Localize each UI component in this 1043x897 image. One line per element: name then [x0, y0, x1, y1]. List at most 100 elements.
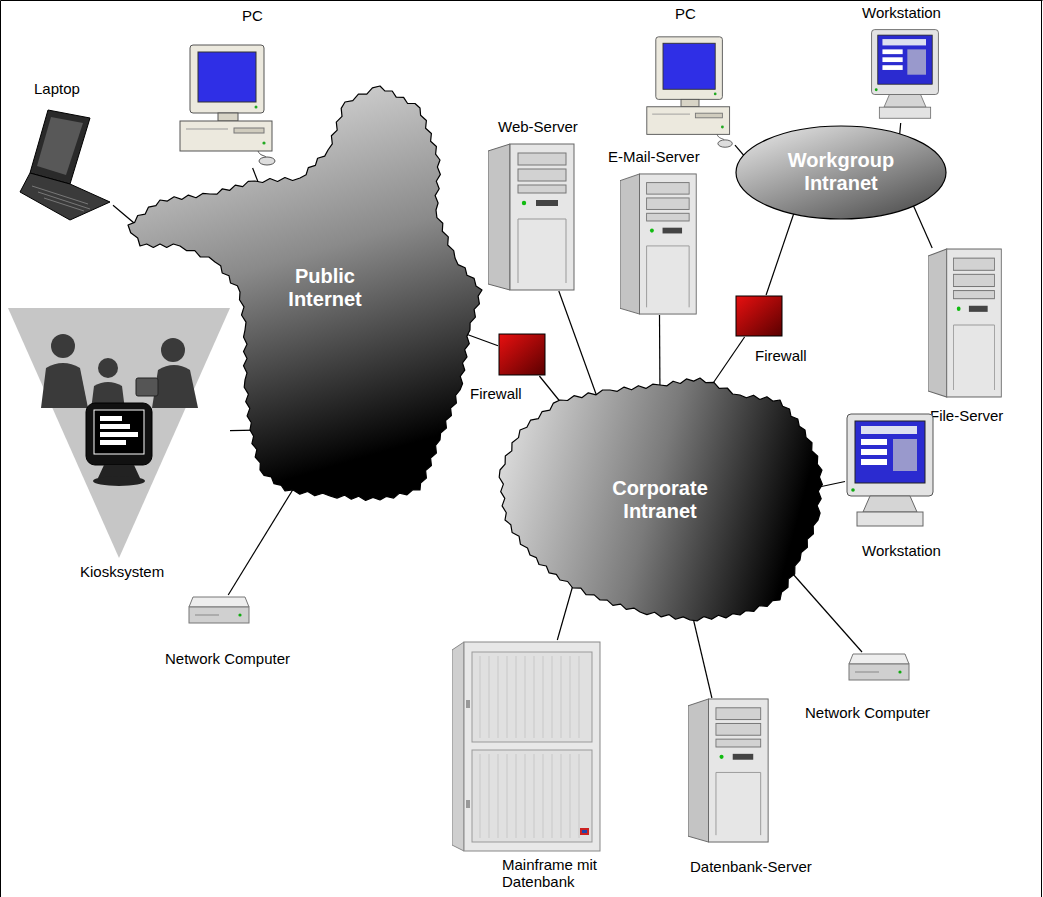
mainframe-icon-part	[466, 700, 470, 708]
server-icon-part	[620, 174, 640, 314]
mainframe-icon-part	[464, 642, 600, 851]
kiosk-icon-part	[152, 365, 198, 408]
cloud-outline	[499, 378, 822, 621]
network-computer-icon-part	[238, 613, 241, 616]
network-cloud: Corporate Intranet	[495, 375, 825, 625]
device-icon	[845, 412, 935, 532]
kiosk-icon	[8, 308, 230, 558]
server-icon-part	[716, 723, 761, 735]
pc-icon-part	[190, 45, 264, 113]
pc-icon-part	[718, 140, 732, 147]
workstation-icon-part	[882, 49, 902, 54]
workstation-icon-part	[882, 65, 902, 70]
server-icon-part	[760, 772, 761, 835]
workstation-icon	[845, 412, 935, 532]
ellipse-outline	[736, 126, 946, 219]
pc-icon-part	[714, 93, 717, 96]
mainframe-icon-part	[480, 754, 481, 838]
server-icon-part	[954, 258, 995, 270]
network-name: Corporate Intranet	[605, 477, 715, 523]
server-icon-part	[488, 144, 510, 290]
network-computer-icon-part	[849, 654, 909, 664]
workstation-icon-part	[861, 449, 887, 455]
kiosk-icon-part	[86, 403, 152, 465]
network-computer-icon	[185, 595, 250, 630]
firewall-icon	[735, 295, 783, 337]
device-node: Firewall	[733, 292, 818, 367]
device-label: File-Server	[930, 407, 1003, 424]
workstation-icon-part	[878, 35, 932, 84]
server-icon-part	[518, 153, 566, 165]
device-node: PC	[645, 5, 740, 155]
network-computer-icon	[845, 652, 910, 687]
workstation-icon-part	[882, 39, 926, 45]
mainframe-icon	[452, 640, 602, 852]
server-icon-part	[647, 213, 690, 221]
device-node: Firewall	[470, 330, 550, 405]
laptop-icon-part	[30, 110, 90, 184]
device-icon	[18, 108, 113, 223]
server-icon-part	[663, 228, 683, 234]
firewall-icon-part	[499, 334, 545, 375]
network-link	[785, 565, 862, 652]
pc-icon	[178, 43, 278, 168]
frame-line	[0, 1, 1, 897]
device-node: Network Computer	[800, 652, 980, 724]
mainframe-icon-part	[498, 656, 499, 738]
server-icon-part	[518, 219, 519, 283]
firewall-icon	[498, 333, 546, 376]
workstation-icon-part	[863, 496, 917, 512]
kiosk-icon-part	[136, 378, 158, 396]
device-icon	[735, 295, 783, 337]
kiosk-icon-part	[93, 476, 145, 486]
pc-icon-part	[186, 129, 228, 130]
mainframe-icon-part	[516, 656, 517, 738]
pc-icon-part	[656, 37, 723, 100]
network-link	[766, 207, 796, 295]
server-icon-part	[954, 274, 995, 286]
server-icon-part	[954, 325, 995, 326]
network-computer-icon-part	[855, 672, 879, 673]
mainframe-icon-part	[525, 754, 526, 838]
device-icon	[178, 43, 278, 168]
workstation-icon-part	[861, 426, 917, 434]
device-label: Mainframe mit Datenbank	[502, 856, 607, 891]
device-icon	[185, 595, 250, 630]
pc-icon-part	[180, 121, 272, 151]
device-node: Web-Server	[488, 118, 583, 293]
kiosk-icon-part	[41, 363, 88, 408]
network-ellipse: Workgroup Intranet	[735, 125, 947, 220]
server-icon-part	[647, 183, 690, 195]
server-icon-part	[647, 245, 690, 246]
mainframe-icon-part	[466, 800, 470, 808]
mainframe-icon-part	[534, 754, 535, 838]
workstation-icon-part	[861, 459, 887, 465]
server-icon-part	[689, 246, 690, 307]
mainframe-icon-part	[534, 656, 535, 738]
kiosk-icon-part	[94, 410, 144, 454]
kiosk-icon-part	[100, 424, 130, 429]
frame-line	[1, 0, 1043, 1]
server-icon-part	[566, 219, 567, 283]
frame-line	[1041, 1, 1042, 897]
kiosk-icon-part	[161, 338, 185, 362]
device-icon	[645, 35, 735, 150]
mainframe-icon-part	[570, 754, 571, 838]
laptop-icon-part	[20, 173, 110, 220]
device-node: Workstation	[842, 412, 943, 562]
network-name: Public Internet	[270, 265, 380, 311]
server-icon-part	[536, 200, 558, 206]
server-icon	[620, 173, 698, 315]
device-icon	[620, 173, 698, 315]
mainframe-icon-part	[516, 754, 517, 838]
kiosk-icon-part	[100, 432, 138, 437]
kiosk-icon-part	[98, 358, 118, 378]
pc-icon-part	[262, 141, 265, 144]
server-icon	[488, 143, 576, 291]
kiosk-icon-part	[100, 416, 122, 421]
mainframe-icon-part	[489, 754, 490, 838]
laptop-icon-part	[44, 198, 84, 211]
mainframe-icon-part	[452, 642, 464, 851]
device-label: Firewall	[755, 347, 807, 364]
workstation-icon-part	[851, 488, 855, 492]
